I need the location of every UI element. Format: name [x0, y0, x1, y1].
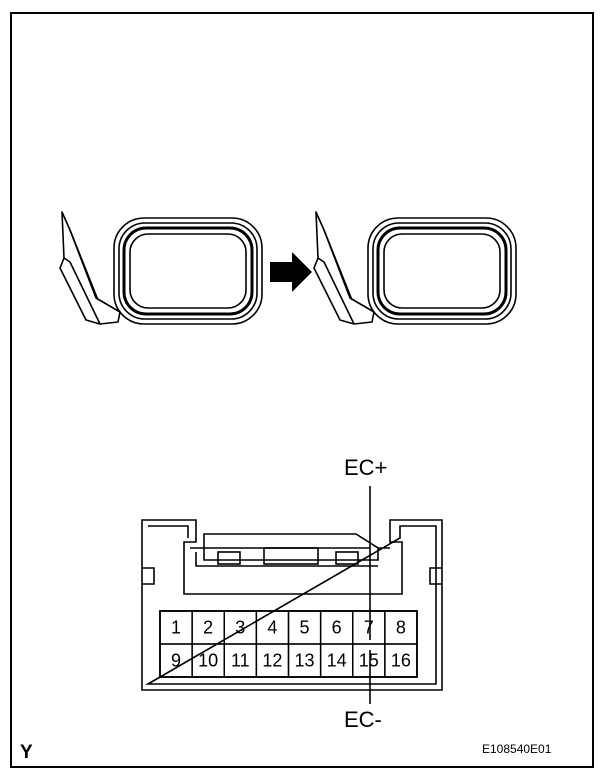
pin-label-13: 13	[295, 651, 315, 671]
pin-label-1: 1	[171, 618, 181, 638]
pin-label-9: 9	[171, 651, 181, 671]
pin-label-6: 6	[332, 618, 342, 638]
ec-plus-label: EC+	[344, 455, 388, 480]
pin-label-2: 2	[203, 618, 213, 638]
pin-label-14: 14	[327, 651, 347, 671]
pin-label-11: 11	[231, 651, 250, 671]
ec-minus-label: EC-	[344, 707, 382, 732]
pin-label-7: 7	[364, 618, 374, 638]
mirror-after	[313, 211, 517, 325]
connector-housing	[141, 519, 443, 691]
pin-label-16: 16	[391, 651, 411, 671]
connector-latch	[203, 533, 379, 561]
mirror-before-glass	[129, 233, 247, 309]
mirror-before-base	[61, 211, 121, 325]
pin-label-15: 15	[359, 651, 379, 671]
mirror-after-base	[315, 211, 375, 325]
mirror-after-outer	[367, 217, 517, 325]
corner-letter: Y	[20, 742, 33, 763]
mirror-before	[59, 211, 263, 325]
pin-label-5: 5	[300, 618, 310, 638]
diagram-frame	[10, 12, 594, 768]
pin-label-12: 12	[262, 651, 282, 671]
pin-cell-16	[384, 643, 418, 678]
figure-id: E108540E01	[482, 742, 552, 756]
pin-label-3: 3	[235, 618, 245, 638]
pin-label-10: 10	[198, 651, 218, 671]
mirror-after-glass	[383, 233, 501, 309]
pin-label-8: 8	[396, 618, 406, 638]
pin-label-4: 4	[267, 618, 277, 638]
mirror-before-outer	[113, 217, 263, 325]
right-arrow-icon	[270, 252, 312, 292]
